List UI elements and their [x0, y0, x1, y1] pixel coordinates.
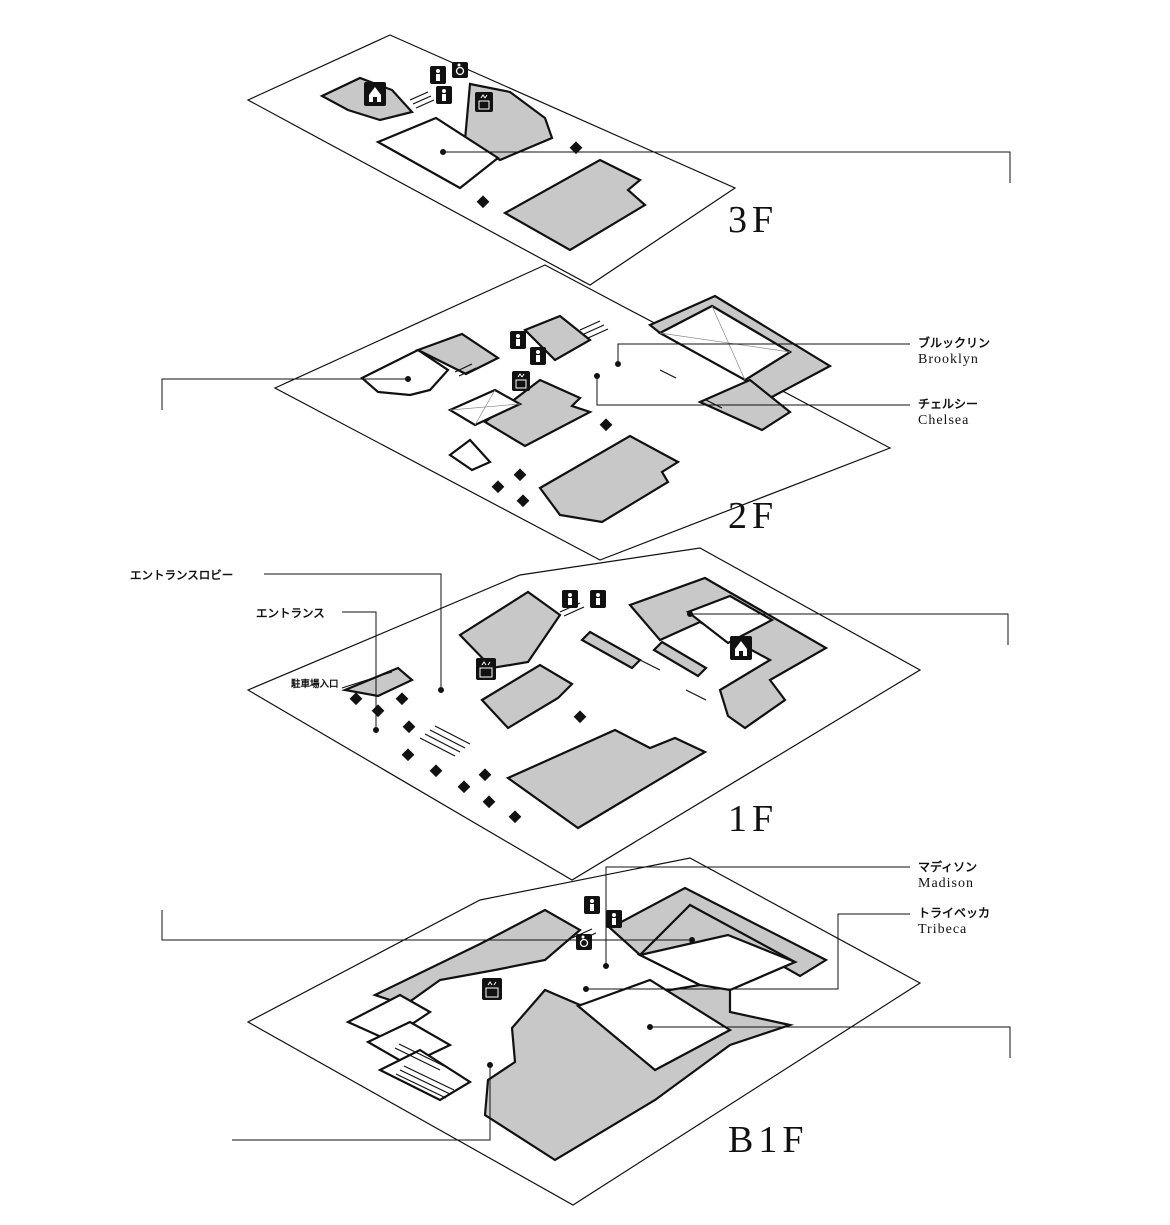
floor-1f-stairs — [419, 602, 707, 757]
floor-2f-diagonals — [449, 305, 791, 426]
restroom-icon — [562, 590, 578, 608]
area-label-entrance: エントランス — [256, 606, 325, 620]
elevator-icon — [476, 658, 496, 680]
area-label-entrance-lobby: エントランスロビー — [130, 568, 234, 582]
restroom-icon — [430, 66, 446, 84]
room-label-tribeca[interactable]: トライベッカ Tribeca — [918, 906, 990, 939]
chapel-icon — [364, 82, 386, 106]
room-label-chelsea[interactable]: チェルシー Chelsea — [918, 397, 978, 430]
floor-2f-leaders — [161, 343, 910, 410]
wheelchair-icon — [576, 934, 592, 950]
floor-plate-2f — [273, 264, 892, 561]
restroom-icon — [436, 86, 452, 104]
restroom-icon — [510, 331, 526, 349]
room-name-jp: ブルックリン — [918, 336, 991, 350]
room-label-madison[interactable]: マディソン Madison — [918, 860, 977, 893]
floor-b1f-rooms — [345, 886, 829, 1162]
room-name-en: Tribeca — [918, 922, 968, 937]
chapel-icon — [730, 636, 752, 660]
restroom-icon — [530, 347, 546, 365]
floor-b1f-stairs — [394, 928, 597, 1099]
restroom-icon — [584, 896, 600, 914]
room-name-jp: マディソン — [918, 860, 978, 874]
room-label-brooklyn[interactable]: ブルックリン Brooklyn — [918, 336, 990, 369]
floor-label-1f: 1F — [728, 798, 779, 840]
floor-plate-1f — [246, 547, 922, 881]
floor-1f-pillars — [349, 692, 587, 824]
floor-label-3f: 3F — [728, 199, 779, 241]
elevator-icon — [512, 371, 530, 391]
room-name-en: Madison — [918, 876, 974, 891]
floor-3f-stairs — [409, 91, 435, 109]
floor-2f-rooms — [360, 294, 833, 524]
floor-1f-rooms — [341, 576, 829, 830]
floor-3f-leader — [440, 149, 1011, 183]
floor-plate-3f — [246, 34, 737, 286]
room-name-jp: チェルシー — [918, 397, 979, 411]
room-name-en: Chelsea — [918, 413, 970, 428]
floor-label-b1f: B1F — [728, 1119, 809, 1161]
area-label-parking-entrance: 駐車場入口 — [291, 679, 339, 690]
floor-1f-leaders — [264, 573, 1009, 733]
room-name-jp: トライベッカ — [918, 906, 991, 920]
floor-label-2f: 2F — [728, 495, 779, 537]
floor-plate-b1f — [246, 857, 922, 1206]
wheelchair-icon — [452, 62, 468, 78]
floor-b1f-leaders — [161, 866, 1011, 1141]
floor-2f-stairs — [454, 320, 723, 409]
elevator-icon — [475, 92, 493, 112]
elevator-icon — [482, 978, 502, 1000]
restroom-icon — [590, 590, 606, 608]
restroom-icon — [606, 910, 622, 928]
room-name-en: Brooklyn — [918, 352, 979, 367]
